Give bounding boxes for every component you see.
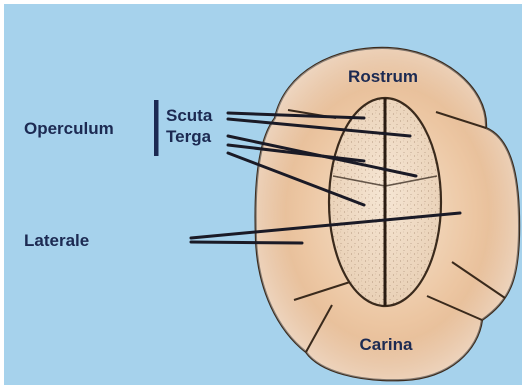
carina-label: Carina	[360, 335, 413, 354]
operculum-bracket	[154, 100, 159, 156]
scuta-label: Scuta	[166, 106, 213, 125]
rostrum-label: Rostrum	[348, 67, 418, 86]
laterale-label: Laterale	[24, 231, 89, 250]
operculum-label: Operculum	[24, 119, 114, 138]
terga-label: Terga	[166, 127, 212, 146]
